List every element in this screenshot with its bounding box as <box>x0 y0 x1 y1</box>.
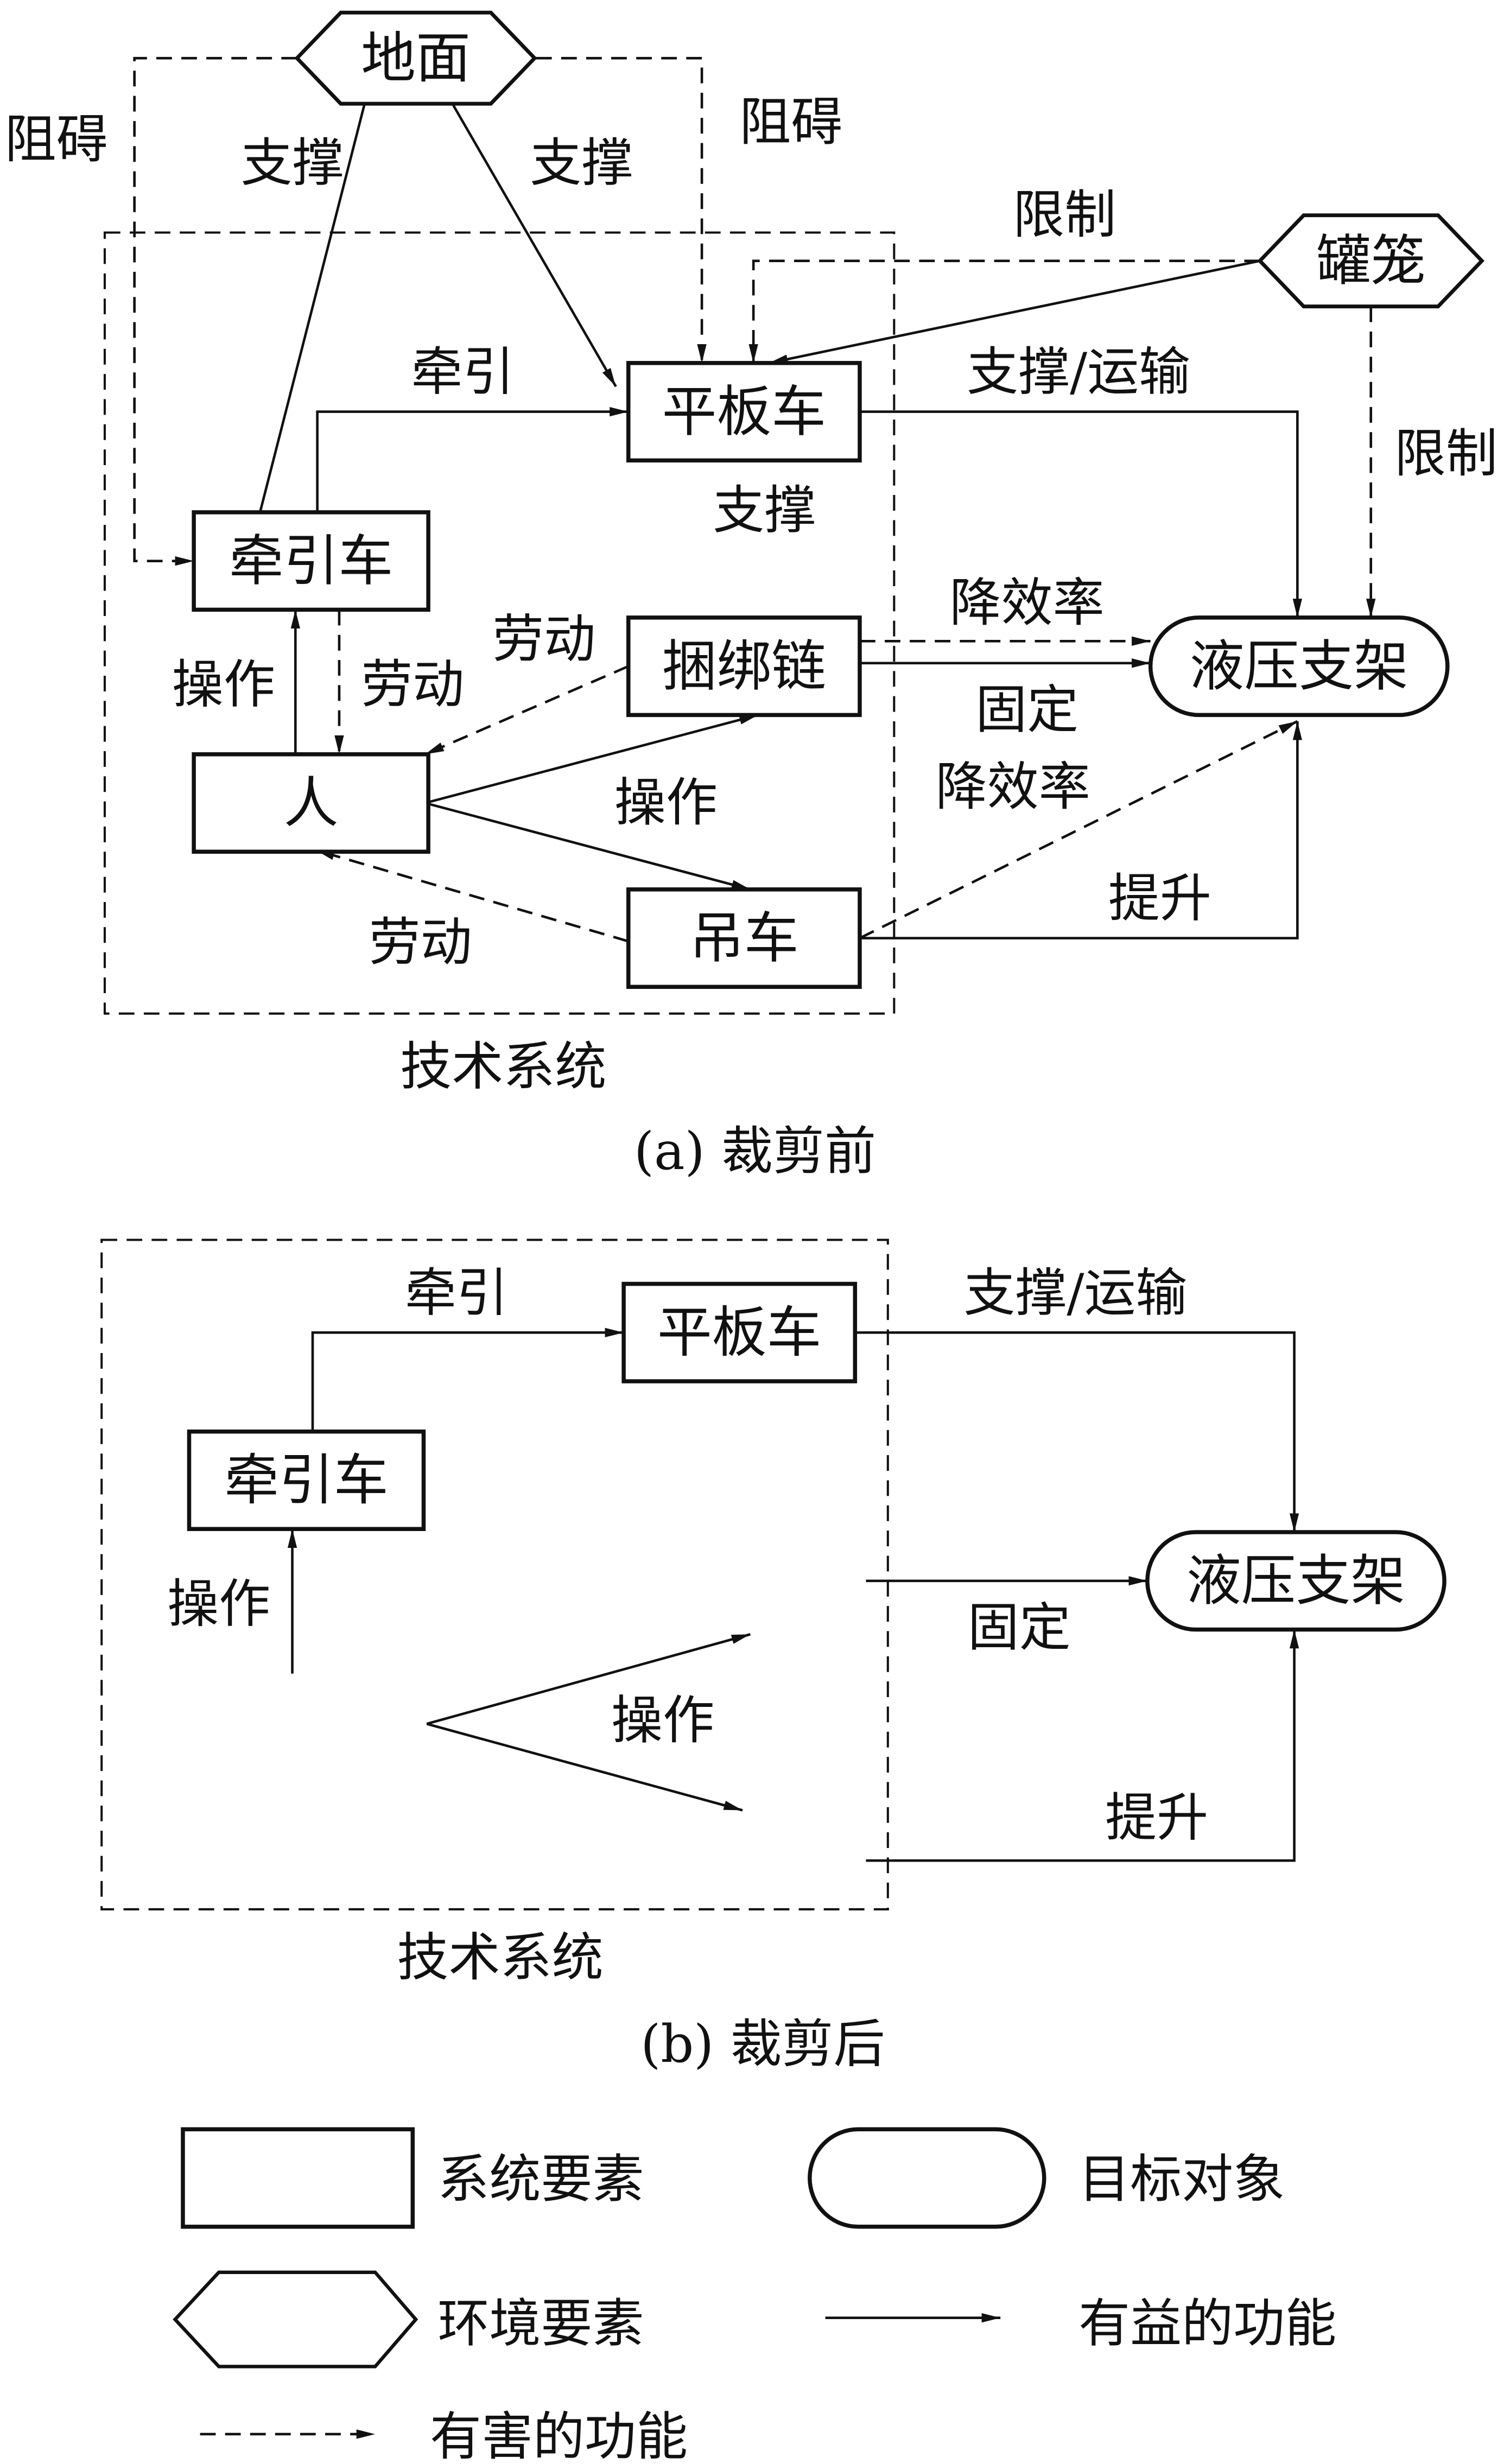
node-label: 捆绑链 <box>662 634 826 698</box>
useful-function-arrow-a14 <box>424 802 751 891</box>
node-label: 罐笼 <box>1316 228 1426 293</box>
target-object-shape <box>1148 615 1450 717</box>
node-person: 人 <box>192 752 430 854</box>
node-label: 牵引车 <box>229 529 393 593</box>
system-element-shape <box>187 1429 426 1531</box>
function-label-a7: 限制 <box>1394 424 1498 484</box>
node-label: 液压支架 <box>1187 1548 1405 1612</box>
node-flatbed-cart: 平板车 <box>626 361 862 463</box>
harmful-function-arrow-a5 <box>748 259 1260 363</box>
useful-function-arrow-a1 <box>253 105 366 534</box>
legend: 系统要素 目标对象 环境要素 有益的功能 有害的功能 <box>173 2127 1336 2464</box>
function-label-b1: 牵引 <box>405 1263 508 1323</box>
panel-b-caption: (b) 裁剪后 <box>640 2015 885 2074</box>
useful-function-arrow-b1 <box>311 1328 624 1432</box>
function-label-a18: 降效率 <box>936 757 1090 817</box>
node-hydraulic-support: 液压支架 <box>1145 1530 1446 1632</box>
system-element-shape <box>192 510 430 612</box>
node-label: 平板车 <box>657 1300 821 1364</box>
legend-environment-element-symbol <box>173 2270 418 2368</box>
useful-function-arrow-a19 <box>859 721 1302 939</box>
function-label-a13: 操作 <box>614 773 718 833</box>
useful-function-arrow-b2 <box>855 1331 1299 1533</box>
useful-function-arrow-a6 <box>769 259 1260 365</box>
legend-target-object-symbol <box>808 2127 1046 2229</box>
function-label-b5: 操作 <box>611 1691 714 1750</box>
node-hydraulic-support: 液压支架 <box>1148 615 1450 717</box>
function-label-a4: 阻碍 <box>739 92 842 152</box>
technical-system-boundary <box>103 231 896 1015</box>
function-label-a6: 支撑 <box>713 481 816 541</box>
environment-element-shape <box>294 10 537 106</box>
function-label-a12: 劳动 <box>492 609 595 669</box>
technical-system-label-b: 技术系统 <box>397 1928 604 1987</box>
node-flatbed-cart: 平板车 <box>621 1281 858 1383</box>
function-label-a19: 提升 <box>1108 869 1211 929</box>
panel-a-caption: (a) 裁剪前 <box>634 1122 876 1182</box>
panel-before-trimming: 地面罐笼牵引车平板车捆绑链人吊车液压支架 支撑支撑阻碍阻碍限制支撑限制牵引支撑/… <box>5 10 1498 1182</box>
function-label-a10: 操作 <box>172 655 275 715</box>
function-label-a1: 支撑 <box>241 134 344 193</box>
environment-element-shape <box>1257 213 1484 309</box>
useful-function-arrow-a8 <box>316 407 629 512</box>
useful-function-arrow-a2 <box>452 104 617 388</box>
target-object-shape <box>1145 1530 1446 1632</box>
harmful-function-arrow-a3 <box>133 56 297 566</box>
useful-function-arrow-b6 <box>426 1723 743 1812</box>
function-label-b3: 操作 <box>167 1574 270 1634</box>
function-label-a17: 固定 <box>975 680 1078 740</box>
legend-target-object-label: 目标对象 <box>1078 2150 1285 2209</box>
node-label: 吊车 <box>689 906 799 970</box>
node-crane: 吊车 <box>626 887 862 989</box>
node-tractor: 牵引车 <box>192 510 430 612</box>
node-label: 人 <box>284 771 339 835</box>
technical-system-label: 技术系统 <box>400 1037 606 1097</box>
function-label-a5: 限制 <box>1013 185 1116 245</box>
system-element-shape <box>192 752 430 854</box>
function-label-a9: 支撑/运输 <box>967 342 1190 402</box>
node-cage: 罐笼 <box>1257 213 1484 309</box>
function-label-b2: 支撑/运输 <box>963 1263 1187 1323</box>
function-label-a11: 劳动 <box>361 655 464 715</box>
node-label: 平板车 <box>662 379 826 443</box>
legend-useful-function-label: 有益的功能 <box>1078 2294 1336 2354</box>
function-label-a8: 牵引 <box>411 342 514 402</box>
node-label: 液压支架 <box>1190 634 1409 698</box>
node-ground: 地面 <box>294 10 537 106</box>
harmful-function-arrow-a12 <box>424 665 629 755</box>
function-label-a2: 支撑 <box>530 134 633 193</box>
function-label-b4: 固定 <box>968 1598 1071 1658</box>
system-element-shape <box>626 615 862 717</box>
harmful-function-arrow-a4 <box>536 56 707 363</box>
harmful-function-arrow-a15 <box>315 849 629 943</box>
legend-system-element-symbol <box>181 2127 415 2229</box>
legend-harmful-function-label: 有害的功能 <box>430 2407 688 2464</box>
harmful-function-arrow-a18 <box>859 720 1298 939</box>
function-label-b7: 提升 <box>1105 1788 1208 1848</box>
node-binding-chain: 捆绑链 <box>626 615 862 717</box>
useful-function-arrow-a13 <box>424 714 759 804</box>
node-tractor: 牵引车 <box>187 1429 426 1531</box>
panel-after-trimming: 牵引车平板车液压支架 牵引支撑/运输操作固定操作提升 技术系统 (b) 裁剪后 <box>100 1239 1446 2074</box>
node-label: 牵引车 <box>224 1448 388 1512</box>
legend-system-element-label: 系统要素 <box>437 2150 644 2209</box>
legend-environment-element-label: 环境要素 <box>437 2294 644 2354</box>
function-label-a16: 降效率 <box>950 573 1105 633</box>
node-label: 地面 <box>361 26 471 90</box>
useful-function-arrow-b5 <box>426 1633 751 1725</box>
system-element-shape <box>626 361 862 463</box>
system-element-shape <box>626 887 862 989</box>
function-label-a3: 阻碍 <box>5 110 108 169</box>
useful-function-arrow-a9 <box>859 410 1302 618</box>
function-label-a15: 劳动 <box>369 913 472 973</box>
useful-function-arrow-b7 <box>866 1629 1299 1862</box>
system-element-shape <box>621 1281 858 1383</box>
